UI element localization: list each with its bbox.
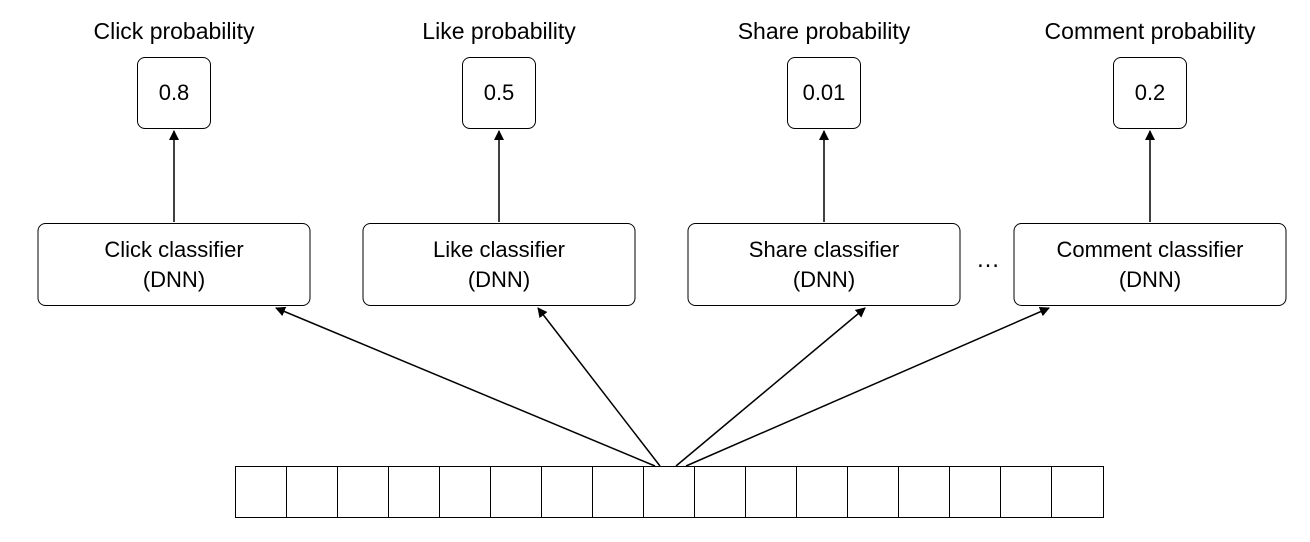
feature-vector [235, 466, 1104, 518]
classifier-type-click: (DNN) [142, 266, 206, 292]
classifier-type-share: (DNN) [792, 266, 856, 292]
classifier-box-comment: Comment classifier (DNN) [1013, 223, 1287, 306]
classifier-box-click: Click classifier (DNN) [37, 223, 311, 306]
arrow-features-to-classifier-click [275, 306, 656, 467]
arrow-features-to-classifier-comment [685, 307, 1050, 467]
probability-value-share: 0.01 [802, 80, 846, 105]
feature-vector-cell [899, 467, 950, 517]
arrow-features-to-classifier-like [537, 307, 661, 467]
more-classifiers-ellipsis: … [976, 246, 1000, 273]
probability-box-share: 0.01 [787, 57, 861, 129]
feature-vector-cell [287, 467, 338, 517]
classifier-box-like: Like classifier (DNN) [362, 223, 636, 306]
feature-vector-cell [848, 467, 899, 517]
probability-box-click: 0.8 [137, 57, 211, 129]
probability-box-like: 0.5 [462, 57, 536, 129]
feature-vector-cell [593, 467, 644, 517]
output-label-comment: Comment probability [1044, 18, 1256, 44]
feature-vector-cell [797, 467, 848, 517]
output-label-click: Click probability [93, 18, 255, 44]
probability-box-comment: 0.2 [1113, 57, 1187, 129]
feature-vector-cell [950, 467, 1001, 517]
probability-value-like: 0.5 [483, 80, 515, 105]
feature-vector-cell [440, 467, 491, 517]
classifier-name-like: Like classifier [432, 236, 566, 262]
classifier-name-share: Share classifier [748, 236, 900, 262]
feature-vector-cell [389, 467, 440, 517]
classifier-name-comment: Comment classifier [1056, 236, 1244, 262]
feature-vector-cell [542, 467, 593, 517]
feature-vector-cell [1052, 467, 1103, 517]
feature-vector-cell [491, 467, 542, 517]
arrow-features-to-classifier-share [675, 307, 866, 467]
classifier-type-like: (DNN) [467, 266, 531, 292]
feature-vector-cell [695, 467, 746, 517]
feature-vector-cell [236, 467, 287, 517]
probability-value-click: 0.8 [158, 80, 190, 105]
feature-vector-cell [746, 467, 797, 517]
probability-value-comment: 0.2 [1134, 80, 1166, 105]
feature-vector-cell [338, 467, 389, 517]
classifier-type-comment: (DNN) [1118, 266, 1182, 292]
output-label-share: Share probability [737, 18, 911, 44]
output-label-like: Like probability [422, 18, 576, 44]
classifier-name-click: Click classifier [104, 236, 244, 262]
classifier-box-share: Share classifier (DNN) [687, 223, 961, 306]
feature-vector-cell [644, 467, 695, 517]
feature-vector-cell [1001, 467, 1052, 517]
